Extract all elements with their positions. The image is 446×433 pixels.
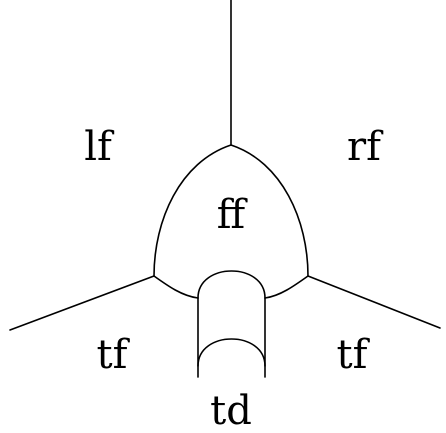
left-tail-face-label: tf <box>97 332 131 378</box>
tunnel-arch <box>197 270 266 299</box>
right-diagonal-edge <box>307 275 441 329</box>
left-face-label: lf <box>84 124 115 170</box>
outer-dome <box>153 144 309 277</box>
front-face-label: ff <box>217 192 248 238</box>
left-connector <box>153 275 199 299</box>
right-connector <box>264 275 309 299</box>
right-tail-face-label: tf <box>337 332 371 378</box>
tunnel-dome-label: td <box>210 388 252 433</box>
tunnel-bottom-arch <box>197 338 266 367</box>
left-diagonal-edge <box>9 275 155 331</box>
right-face-label: rf <box>347 124 384 170</box>
